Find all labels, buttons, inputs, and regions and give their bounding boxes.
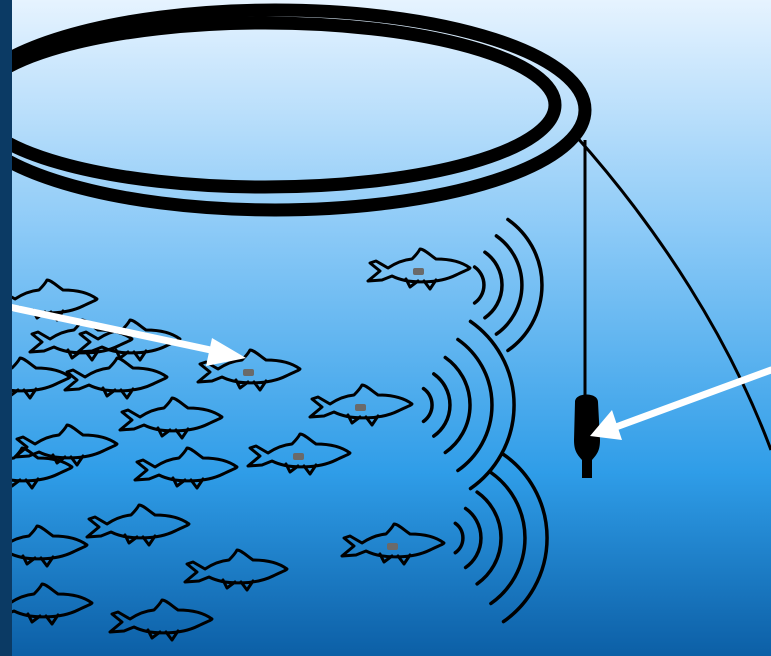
acoustic-tag-icon	[293, 453, 304, 460]
acoustic-tag-icon	[387, 543, 398, 550]
left-frame	[0, 0, 12, 656]
acoustic-tag-icon	[413, 268, 424, 275]
acoustic-tag-icon	[243, 369, 254, 376]
acoustic-tag-icon	[355, 404, 366, 411]
